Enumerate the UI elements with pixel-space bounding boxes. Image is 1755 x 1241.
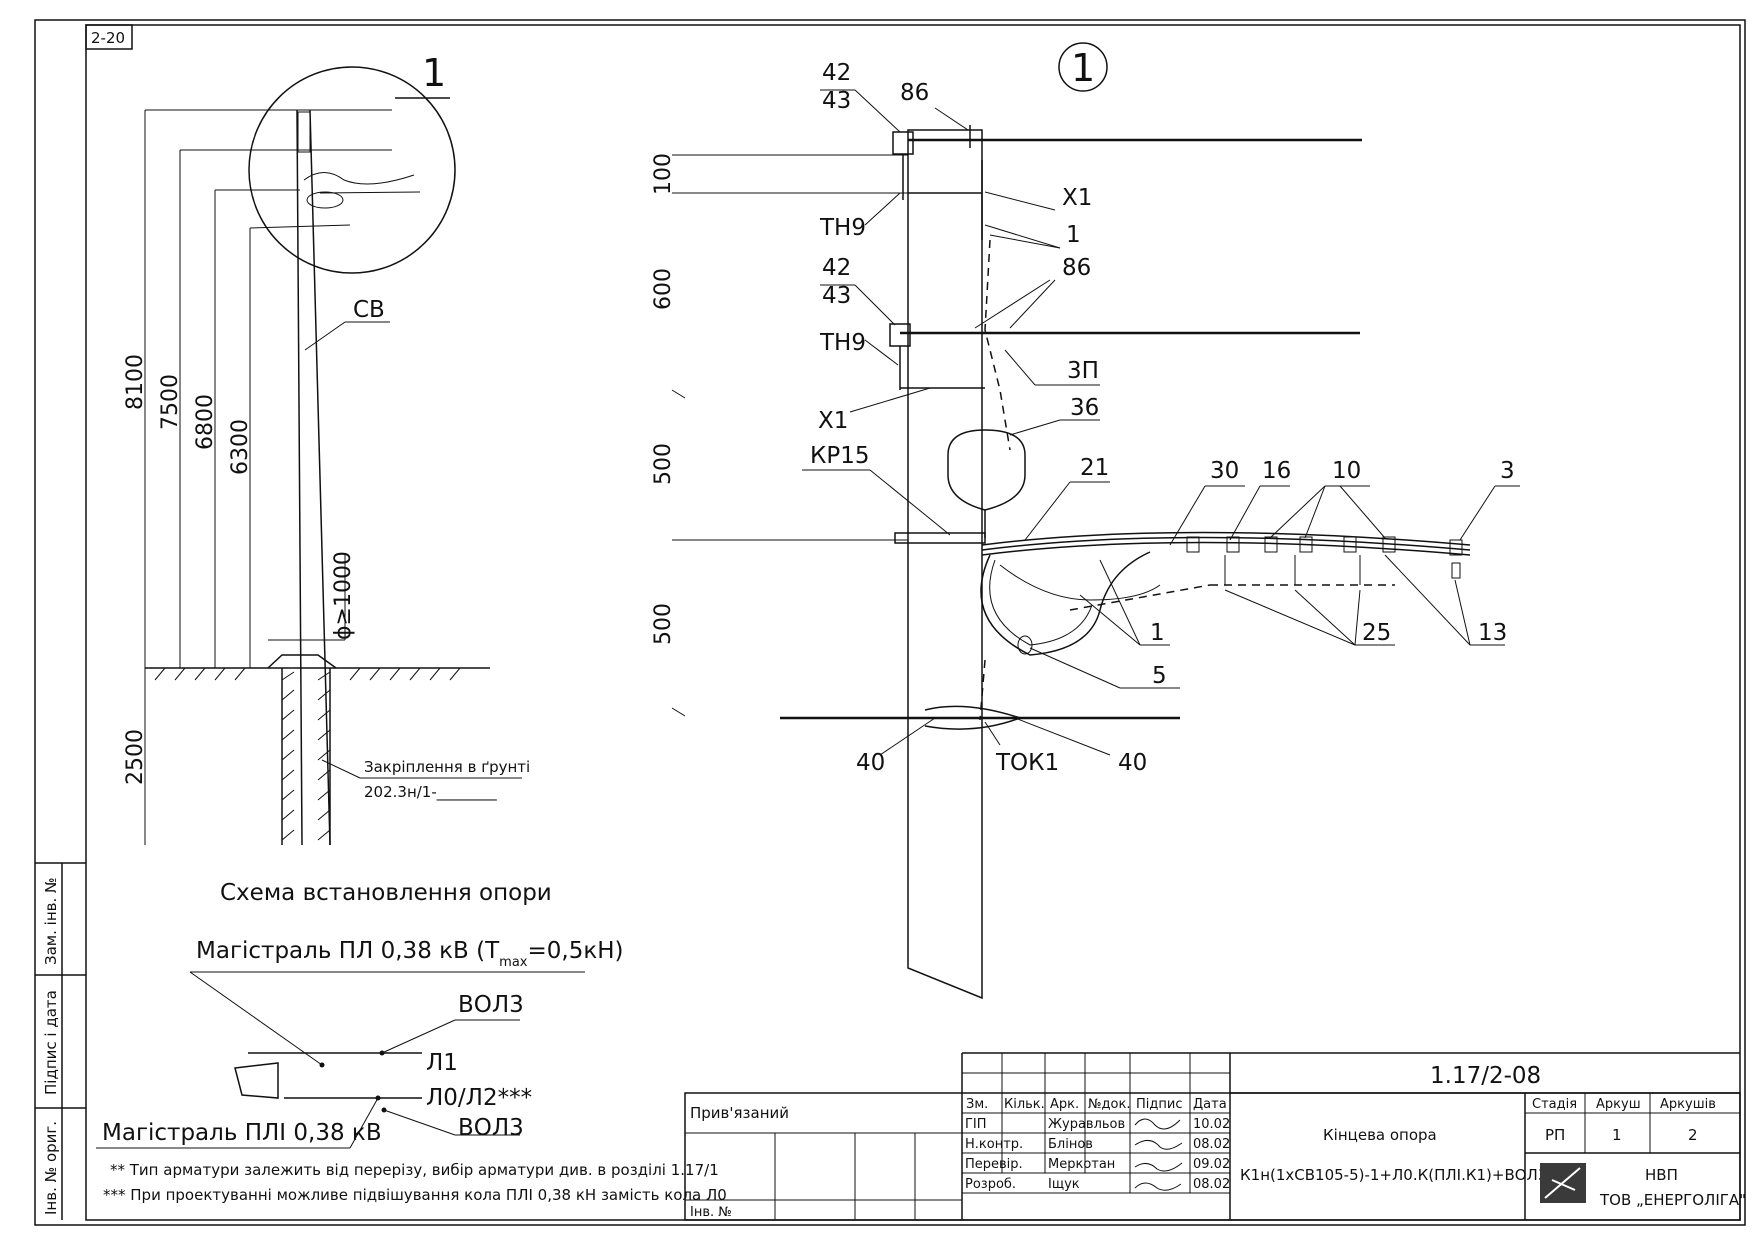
lbl-5: 5: [1152, 663, 1167, 689]
lbl-40-right: 40: [1118, 750, 1147, 776]
left-pole-edge-left: [296, 109, 303, 846]
lbl-42-top: 42: [822, 60, 851, 86]
stamp-pidpys-data: Підпис і дата: [42, 990, 60, 1095]
lbl-36: 36: [1070, 395, 1099, 421]
th-ndok: №док.: [1088, 1097, 1130, 1112]
lbl-25: 25: [1362, 620, 1391, 646]
role-3: Розроб.: [965, 1177, 1016, 1192]
diameter-label: ϕ≥1000: [331, 551, 356, 640]
left-view: 1 СВ 8100 7500 6800 6300 2500 ϕ≥1000: [123, 51, 552, 906]
pole-label: СВ: [353, 297, 385, 323]
title-block: Зм. Кільк. Арк. №док. Підпис Дата ГІП Н.…: [684, 1052, 1746, 1221]
dim-6800: 6800: [193, 394, 218, 450]
date-2: 09.02: [1193, 1157, 1230, 1172]
inv-no: Інв. №: [690, 1205, 732, 1220]
legend-pole-symbol: [234, 1062, 279, 1099]
th-zm: Зм.: [966, 1097, 988, 1112]
name-1: Блінов: [1048, 1137, 1093, 1152]
stamp-zam-inv: Зам. інв. №: [42, 877, 60, 965]
org-line1: НВП: [1645, 1166, 1678, 1184]
lbl-x1-top: Х1: [1062, 185, 1092, 211]
lbl-1-mid: 1: [1150, 620, 1165, 646]
stage-v1: 1: [1612, 1126, 1622, 1144]
doc-title: Кінцева опора: [1323, 1126, 1437, 1144]
stamp-inv-orig: Інв. № ориг.: [42, 1121, 60, 1215]
rdim-600: 600: [651, 268, 676, 310]
legend-main-line-top: Магістраль ПЛ 0,38 кВ (Tmax=0,5кН): [196, 938, 624, 970]
note-1: ** Тип арматури залежить від перерізу, в…: [110, 1161, 719, 1179]
org-line2: ТОВ „ЕНЕРГОЛІГА": [1599, 1191, 1746, 1209]
legend-vol3-bottom: ВОЛ3: [458, 1115, 524, 1141]
legend-l1: Л1: [426, 1050, 458, 1076]
left-pole-edge-right: [309, 109, 331, 846]
rdim-500b: 500: [651, 603, 676, 645]
role-2: Перевір.: [965, 1157, 1023, 1172]
side-stamp: Зам. інв. № Підпис і дата Інв. № ориг.: [35, 862, 86, 1220]
stage-h0: Стадія: [1532, 1097, 1577, 1112]
lbl-1-top: 1: [1066, 222, 1081, 248]
name-2: Меркотан: [1048, 1157, 1115, 1172]
date-3: 08.02: [1193, 1177, 1230, 1192]
lbl-3: 3: [1500, 458, 1515, 484]
note-2: *** При проектуванні можливе підвішуванн…: [103, 1186, 727, 1204]
stage-v2: 2: [1688, 1126, 1698, 1144]
detail-mark: [1058, 42, 1108, 92]
doc-code: 1.17/2-08: [1430, 1063, 1541, 1089]
lbl-86-mid: 86: [1062, 255, 1091, 281]
ground-fixing-ref: 202.3н/1-________: [364, 783, 497, 802]
lbl-16: 16: [1262, 458, 1291, 484]
name-3: Іщук: [1048, 1177, 1080, 1192]
doc-subtitle: К1н(1хСВ105-5)-1+Л0.К(ПЛІ.К1)+ВОЛ3.А2: [1240, 1166, 1572, 1184]
signatures: [1134, 1118, 1183, 1191]
dim-6300: 6300: [228, 419, 253, 475]
right-view: 1 100 600 500 500: [651, 42, 1520, 1000]
th-ark: Арк.: [1050, 1097, 1079, 1112]
date-0: 10.02: [1193, 1117, 1230, 1132]
name-0: Журавльов: [1048, 1117, 1125, 1132]
pryviazanyi: Прив'язаний: [690, 1104, 789, 1122]
lbl-th9-mid: ТН9: [819, 330, 866, 356]
lamp: [947, 429, 1026, 511]
lbl-th9-top: ТН9: [819, 215, 866, 241]
role-1: Н.контр.: [965, 1137, 1023, 1152]
dim-8100: 8100: [123, 354, 148, 410]
legend: Магістраль ПЛ 0,38 кВ (Tmax=0,5кН) ВОЛ3 …: [96, 938, 727, 1204]
rdim-100: 100: [651, 153, 676, 195]
lbl-10: 10: [1332, 458, 1361, 484]
lbl-21: 21: [1080, 455, 1109, 481]
detail-mark-text: 1: [1071, 46, 1095, 90]
th-pidpys: Підпис: [1136, 1097, 1182, 1112]
th-data: Дата: [1193, 1097, 1227, 1112]
lbl-42-mid: 42: [822, 255, 851, 281]
lbl-43-top: 43: [822, 88, 851, 114]
legend-l0-l2: Л0/Л2***: [426, 1085, 532, 1111]
sheet-code: 2-20: [91, 29, 125, 47]
rdim-500a: 500: [651, 443, 676, 485]
dim-7500: 7500: [158, 374, 183, 430]
right-pole: [907, 129, 983, 1000]
stage-h2: Аркушів: [1660, 1097, 1716, 1112]
stage-v0: РП: [1545, 1126, 1565, 1144]
th-kilk: Кільк.: [1004, 1097, 1045, 1112]
legend-main-line-bottom: Магістраль ПЛІ 0,38 кВ: [102, 1120, 382, 1146]
stage-h1: Аркуш: [1596, 1097, 1641, 1112]
lbl-43-mid: 43: [822, 283, 851, 309]
left-callout: 1: [422, 51, 446, 95]
scheme-title: Схема встановлення опори: [220, 880, 552, 906]
dim-2500: 2500: [123, 729, 148, 785]
legend-vol3-top: ВОЛ3: [458, 992, 524, 1018]
lbl-3p: 3П: [1067, 358, 1099, 384]
lbl-30: 30: [1210, 458, 1239, 484]
lbl-kr15: КР15: [810, 443, 869, 469]
lbl-x1-mid: Х1: [818, 408, 848, 434]
lbl-86-top: 86: [900, 80, 929, 106]
detail-circle: [248, 66, 456, 274]
lbl-13: 13: [1478, 620, 1507, 646]
lbl-tok1: ТОК1: [995, 750, 1059, 776]
role-0: ГІП: [965, 1117, 987, 1132]
ground-fixing-label: Закріплення в ґрунті: [364, 758, 530, 776]
date-1: 08.02: [1193, 1137, 1230, 1152]
